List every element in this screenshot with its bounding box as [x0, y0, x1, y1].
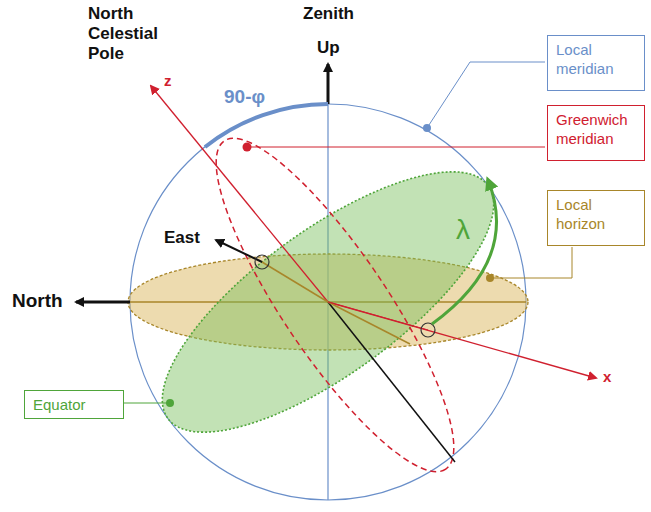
angle-label-text: 90-φ: [224, 86, 265, 107]
callout-box: Local meridian: [547, 35, 645, 91]
axis-label-text: z: [164, 72, 172, 89]
axis-label: x: [603, 368, 611, 385]
callout-text: Equator: [33, 395, 115, 414]
zenith-label: Zenith: [303, 4, 354, 24]
callout-text: Local meridian: [556, 40, 636, 78]
pole-label-text: North Celestial Pole: [88, 4, 158, 63]
direction-label-text: East: [164, 228, 200, 247]
axis-label: z: [164, 72, 172, 89]
zenith-label-text: Zenith: [303, 4, 354, 23]
direction-label-text: North: [12, 290, 63, 311]
callout-text: Local horizon: [556, 195, 636, 233]
callout-text: Greenwich meridian: [556, 110, 636, 148]
axis-label-text: x: [603, 368, 611, 385]
callout-box: Greenwich meridian: [547, 105, 645, 161]
up-label-text: Up: [317, 38, 340, 57]
angle-label: λ: [456, 214, 470, 246]
angle-label: 90-φ: [224, 86, 265, 108]
up-label: Up: [317, 38, 340, 58]
direction-label: East: [164, 228, 200, 248]
pole-label: North Celestial Pole: [88, 4, 178, 64]
direction-label: North: [12, 290, 63, 312]
callout-box: Equator: [24, 390, 124, 419]
callout-box: Local horizon: [547, 190, 645, 246]
angle-label-text: λ: [456, 214, 470, 245]
